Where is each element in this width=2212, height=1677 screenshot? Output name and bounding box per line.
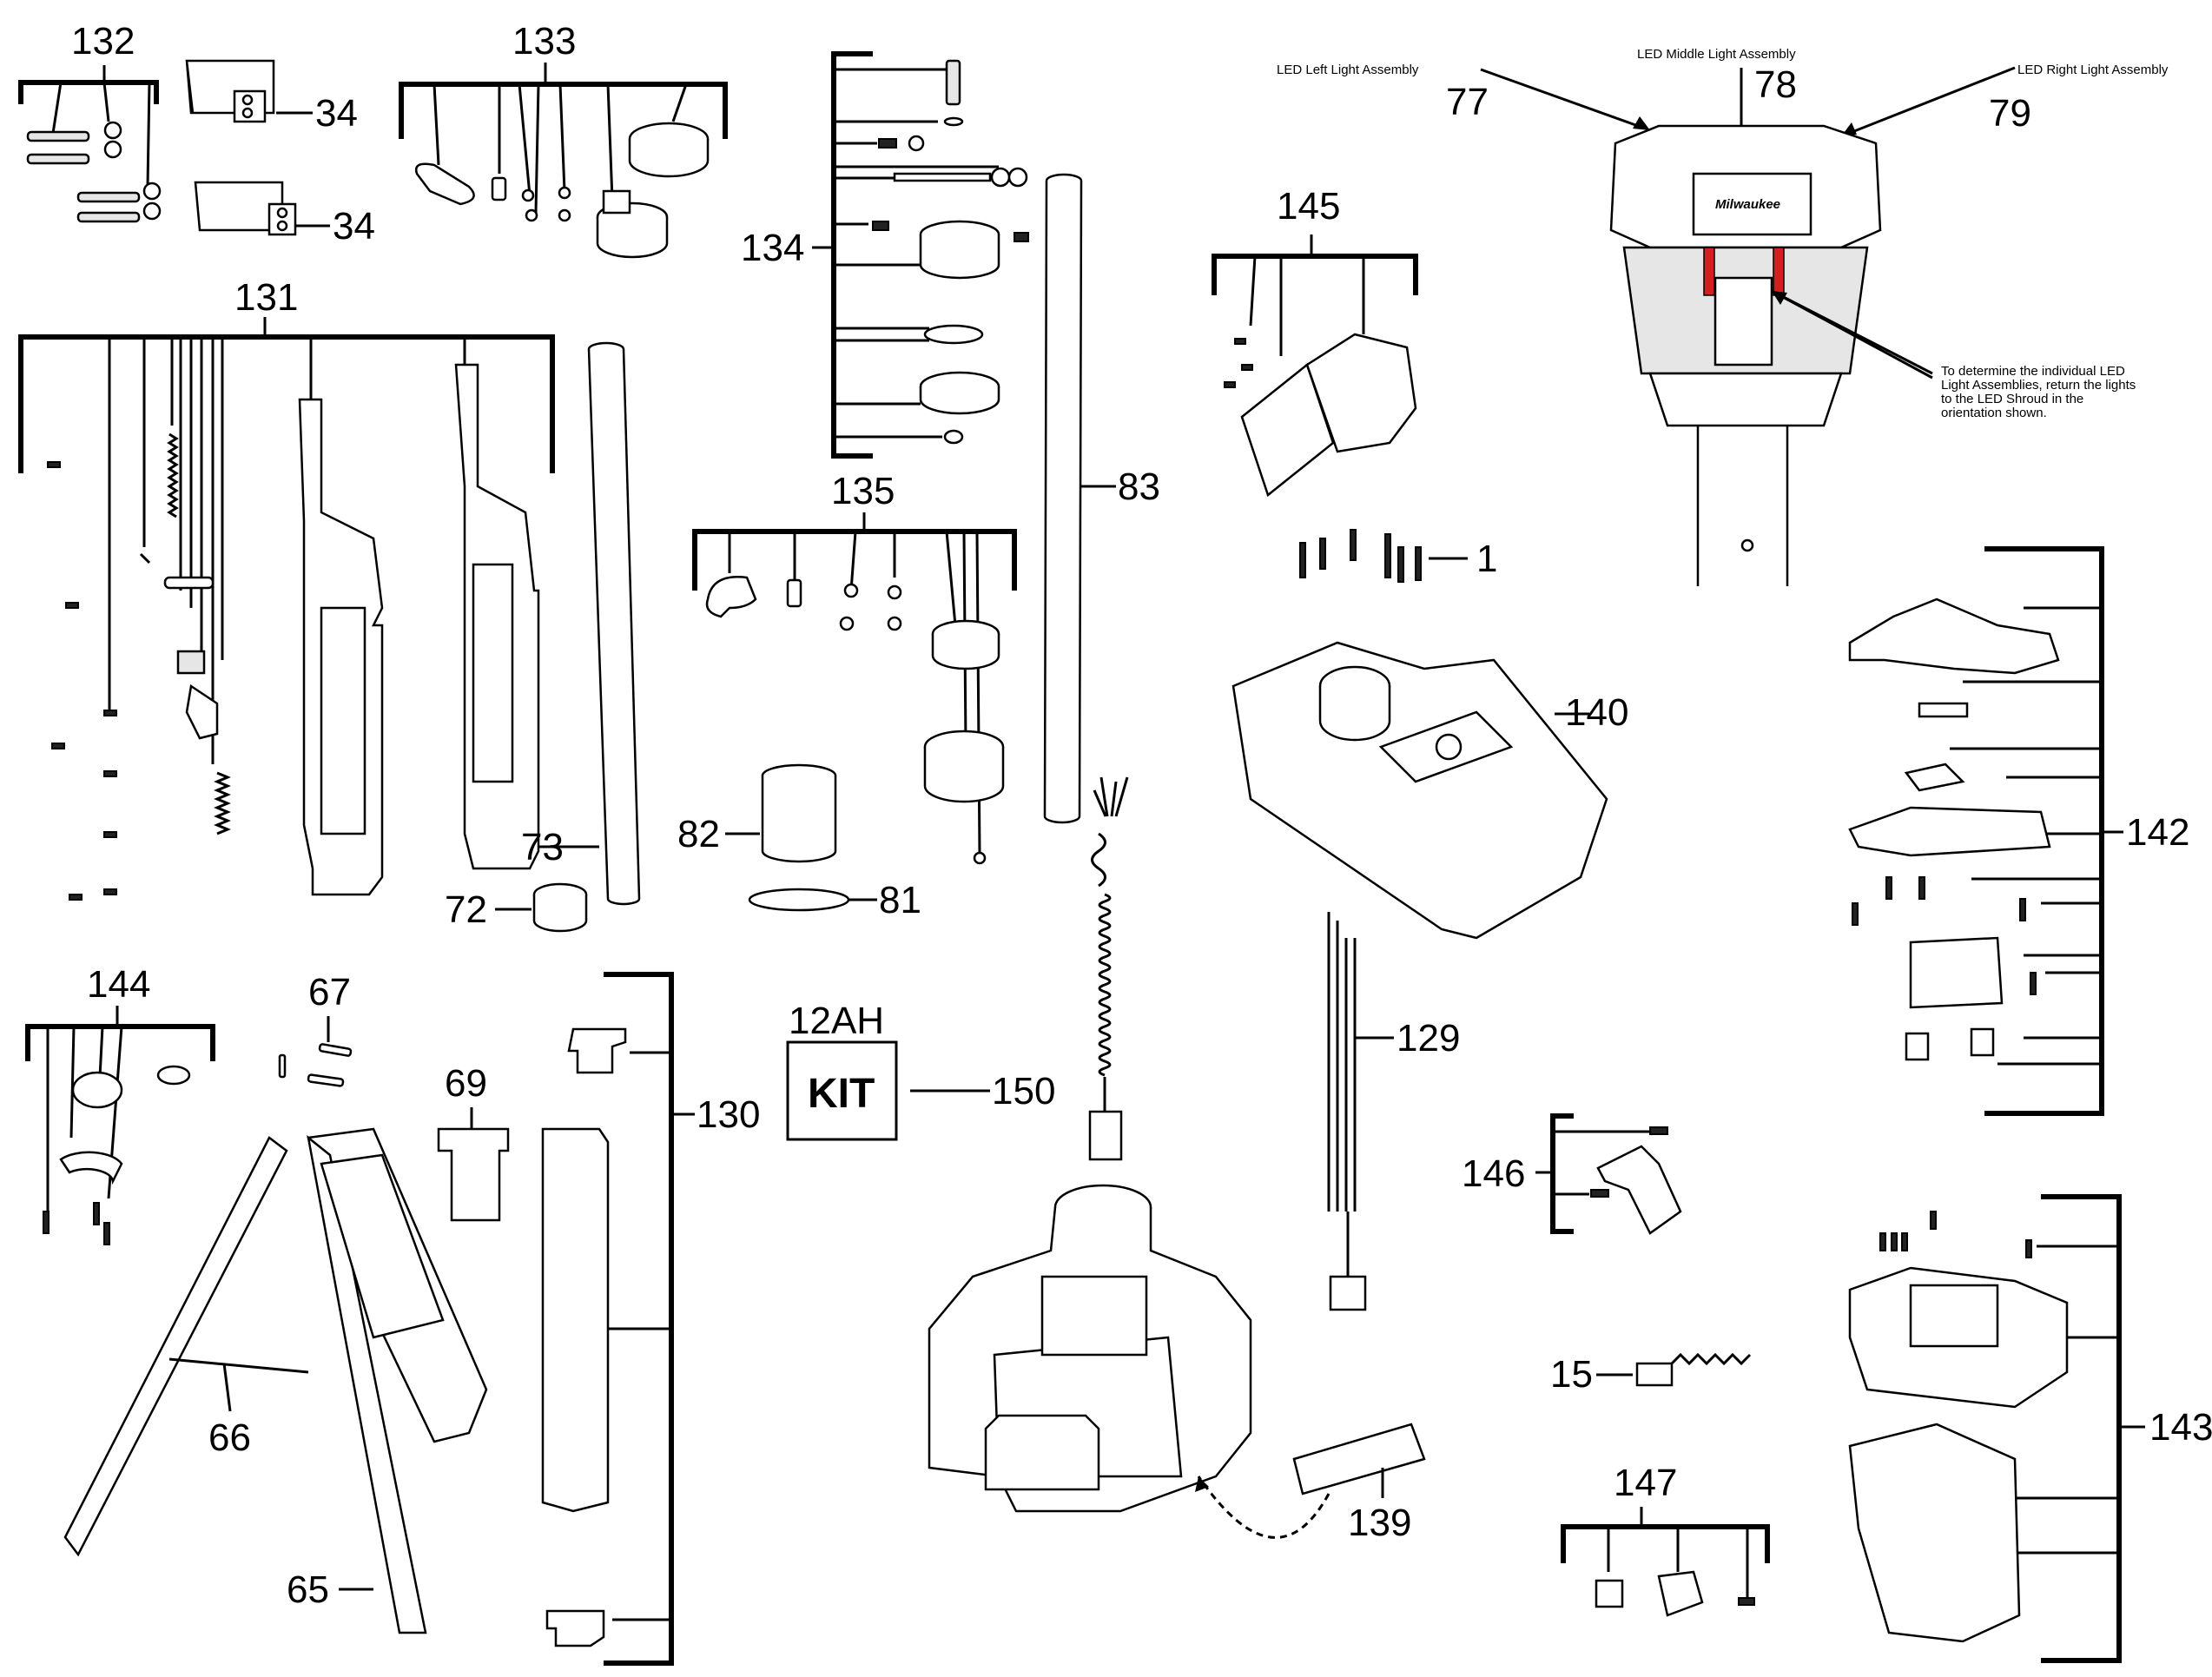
wire-129: 129: [1327, 912, 1460, 1311]
callout-83[interactable]: 83: [1118, 465, 1160, 508]
sleeve-82: 82: [677, 763, 837, 863]
callout-82[interactable]: 82: [677, 813, 720, 855]
callout-139[interactable]: 139: [1348, 1502, 1411, 1544]
part-group-145: 145: [1212, 185, 1418, 498]
part-group-147: 147: [1561, 1462, 1770, 1617]
callout-34-upper[interactable]: 34: [315, 92, 358, 135]
callout-65[interactable]: 65: [287, 1568, 329, 1611]
part-group-133: 133: [399, 20, 728, 259]
callout-15[interactable]: 15: [1550, 1353, 1593, 1396]
callout-72[interactable]: 72: [445, 888, 487, 931]
callout-77[interactable]: 77: [1446, 81, 1489, 123]
callout-140[interactable]: 140: [1565, 691, 1628, 734]
tripod-legs-65: 66 65: [63, 1127, 488, 1634]
callout-130[interactable]: 130: [697, 1093, 760, 1136]
callout-134[interactable]: 134: [741, 227, 804, 269]
led-middle-label: LED Middle Light Assembly: [1637, 47, 1796, 62]
led-note-line1: To determine the individual LED: [1941, 364, 2125, 379]
pins-67: 67: [278, 971, 353, 1087]
led-right-label: LED Right Light Assembly: [2017, 63, 2169, 77]
tube-73: 73: [521, 341, 641, 906]
part-group-144: 144: [25, 963, 215, 1245]
callout-144[interactable]: 144: [87, 963, 150, 1006]
part-group-135: 135: [692, 470, 1017, 865]
part-group-142: 142: [1848, 546, 2189, 1116]
brand-mark: Milwaukee: [1715, 197, 1780, 212]
screws-132: [26, 121, 162, 223]
part-15: 15: [1550, 1352, 1752, 1396]
battery-pack-140: 140: [1231, 641, 1628, 940]
part-group-131: 131: [18, 276, 555, 901]
callout-143[interactable]: 143: [2149, 1406, 2212, 1449]
label-139: 139: [1195, 1423, 1426, 1544]
callout-1[interactable]: 1: [1476, 538, 1497, 580]
callout-146[interactable]: 146: [1462, 1152, 1525, 1195]
led-note-line4: orientation shown.: [1941, 406, 2047, 420]
callout-142[interactable]: 142: [2126, 811, 2189, 854]
shroud-lower: [1848, 1423, 2021, 1643]
callout-81[interactable]: 81: [879, 879, 921, 921]
kit-label[interactable]: KIT: [808, 1071, 875, 1117]
coiled-cable: [1088, 776, 1129, 1161]
clamp-34-upper: 34: [185, 59, 358, 135]
callout-132[interactable]: 132: [71, 20, 135, 63]
oring-81: 81: [748, 879, 921, 921]
callout-78[interactable]: 78: [1754, 63, 1797, 106]
led-lamp-head: LED Left Light Assembly LED Middle Light…: [1277, 47, 2169, 586]
callout-73[interactable]: 73: [521, 826, 564, 868]
callout-135[interactable]: 135: [831, 470, 895, 512]
callout-129[interactable]: 129: [1397, 1017, 1460, 1060]
led-note-line3: to the LED Shroud in the: [1941, 392, 2083, 406]
screws-131: [47, 461, 117, 901]
callout-79[interactable]: 79: [1989, 92, 2031, 135]
callout-150[interactable]: 150: [992, 1070, 1055, 1112]
kit-150: 12AH KIT 150: [786, 1000, 1055, 1141]
led-light-left: [1703, 247, 1715, 296]
screws-1: 1: [1299, 529, 1497, 583]
part-group-130: 130: [541, 972, 760, 1666]
part-group-143: 143: [1848, 1194, 2212, 1663]
callout-147[interactable]: 147: [1614, 1462, 1677, 1504]
callout-131[interactable]: 131: [234, 276, 298, 319]
base-housing: [928, 1184, 1252, 1513]
part-69: 69: [437, 1062, 510, 1222]
led-light-right: [1773, 247, 1785, 296]
part-group-132: 132: [18, 20, 162, 223]
part-group-146: 146: [1462, 1113, 1682, 1235]
callout-66[interactable]: 66: [208, 1416, 251, 1459]
callout-69[interactable]: 69: [445, 1062, 487, 1105]
led-left-label: LED Left Light Assembly: [1277, 63, 1419, 77]
callout-145[interactable]: 145: [1277, 185, 1340, 228]
callout-34-lower[interactable]: 34: [333, 205, 375, 248]
led-note-line2: Light Assemblies, return the lights: [1941, 378, 2136, 393]
kit-capacity: 12AH: [789, 1000, 884, 1042]
ring-72: 72: [445, 882, 588, 933]
tube-83: 83: [1043, 173, 1160, 824]
clamp-34-lower: 34: [194, 181, 375, 248]
part-group-134: 134: [741, 51, 1029, 459]
callout-133[interactable]: 133: [512, 20, 576, 63]
callout-67[interactable]: 67: [308, 971, 351, 1013]
